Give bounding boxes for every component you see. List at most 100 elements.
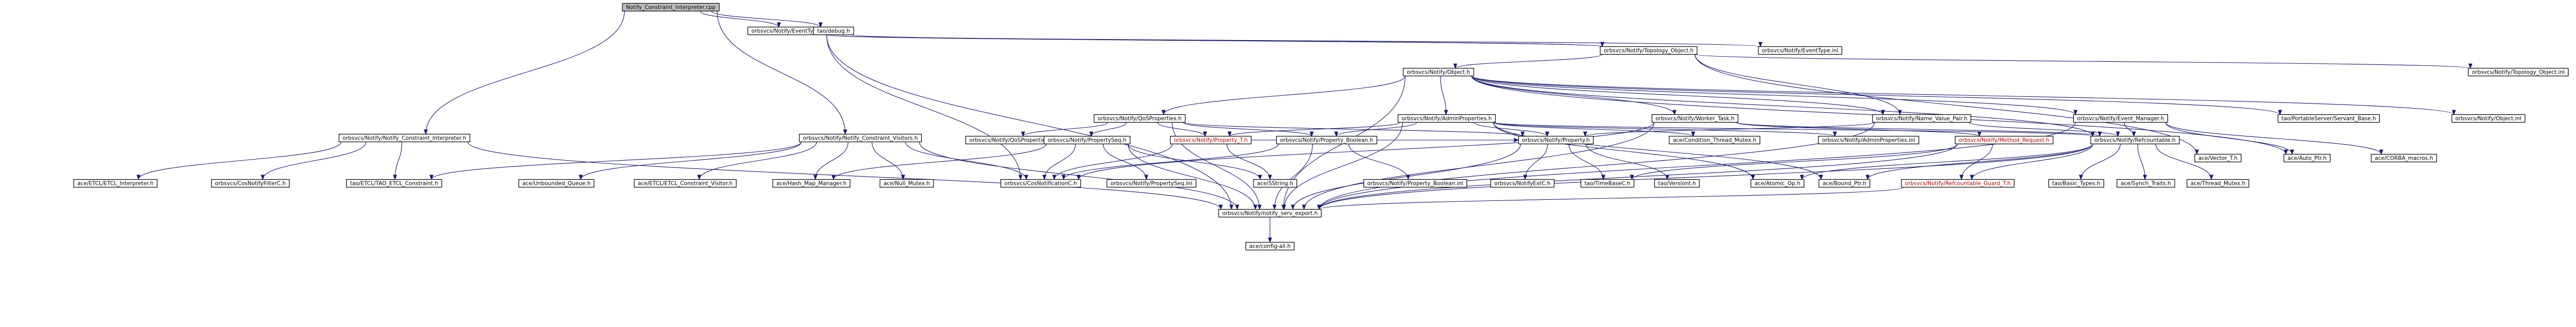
include-edge [1272,144,1313,210]
node-orbsvcs-notify-property-boolean-h[interactable]: orbsvcs/Notify/Property_Boolean.h [1276,135,1378,145]
include-edge [826,34,1762,47]
node-box [1654,179,1700,188]
node-label: orbsvcs/Notify/QoSProperties.h [1098,116,1182,122]
node-label: tao/Versiont.h [1658,181,1696,187]
node-orbsvcs-notify-topology-object-h[interactable]: orbsvcs/Notify/Topology_Object.h [1600,46,1698,55]
node-orbsvcs-notify-property-boolean-inl[interactable]: orbsvcs/Notify/Property_Boolean.inl [1363,179,1467,188]
node-orbsvcs-notify-event-manager-h[interactable]: orbsvcs/Notify/Event_Manager.h [2073,114,2168,123]
include-edge [1694,54,1902,115]
node-ace-etcl-etcl-constraint-visitor-h: ace/ETCL/ETCL_Constraint_Visitor.h [634,179,737,188]
node-orbsvcs-notify-method-request-h[interactable]: orbsvcs/Notify/Method_Request.h [1955,135,2054,145]
node-orbsvcs-notify-adminproperties-inl[interactable]: orbsvcs/Notify/AdminProperties.inl [1818,135,1920,145]
include-edge [1317,144,2093,210]
node-box [1397,114,1496,123]
node-label: ace/Null_Mutex.h [884,181,930,187]
include-edge [1334,122,1417,137]
include-edge [851,34,1604,47]
include-edge [1471,76,1677,115]
node-box [2277,114,2380,123]
node-box [1490,179,1555,188]
node-box [1253,179,1297,188]
include-edge [1493,122,1755,180]
node-orbsvcs-notify-notify-constraint-visitors-h[interactable]: orbsvcs/Notify/Notify_Constraint_Visitor… [799,133,922,143]
node-orbsvcs-notify-object-inl[interactable]: orbsvcs/Notify/Object.inl [2451,114,2526,123]
node-orbsvcs-notify-propertyseq-h[interactable]: orbsvcs/Notify/PropertySeq.h [1043,135,1131,145]
node-label: ace/Atomic_Op.h [1755,181,1801,187]
include-edge [813,142,849,180]
node-orbsvcs-notify-qosproperties-h[interactable]: orbsvcs/Notify/QoSProperties.h [1093,114,1186,123]
node-label: orbsvcs/NotifyExtC.h [1494,181,1550,187]
include-edge [429,142,802,180]
node-box [1818,179,1871,188]
node-label: ace/config-all.h [1249,244,1291,250]
node-label: orbsvcs/Notify/Topology_Object.inl [2472,70,2565,76]
node-box [346,179,443,188]
node-box [1600,46,1698,55]
include-edge [700,11,781,28]
node-orbsvcs-notify-property-h[interactable]: orbsvcs/Notify/Property.h [1518,135,1594,145]
node-orbsvcs-notify-name-value-pair-h[interactable]: orbsvcs/Notify/Name_Value_Pair.h [1872,114,1972,123]
node-orbsvcs-notify-worker-task-h[interactable]: orbsvcs/Notify/Worker_Task.h [1651,114,1739,123]
node-label: ace/ETCL/ETCL_Constraint_Visitor.h [638,181,733,187]
include-edge [2155,144,2214,180]
node-orbsvcs-cosnotificationc-h: orbsvcs/CosNotificationC.h [1000,179,1081,188]
node-orbsvcs-notify-eventtype-inl[interactable]: orbsvcs/Notify/EventType.inl [1758,46,1842,55]
node-orbsvcs-notify-adminproperties-h[interactable]: orbsvcs/Notify/AdminProperties.h [1397,114,1496,123]
include-edge [905,142,1028,180]
include-edge [2165,122,2294,155]
include-edge [919,142,1240,210]
node-label: tao/ETCL/TAO_ETCL_Constraint.h [350,181,438,187]
include-edge [1157,122,1207,137]
node-box [1245,242,1295,251]
include-edge [1348,144,1411,180]
node-label: orbsvcs/CosNotificationC.h [1005,181,1077,187]
node-orbsvcs-notify-object-h[interactable]: orbsvcs/Notify/Object.h [1402,67,1475,77]
node-label: orbsvcs/Notify/Worker_Task.h [1655,116,1734,122]
include-edge [1493,122,2095,137]
node-label: ace/Synch_Traits.h [2121,181,2171,187]
node-box [1518,135,1594,145]
node-box [1818,135,1920,145]
node-box [813,26,854,36]
node-label: ace/SString.h [1257,181,1293,187]
include-edge [1471,76,2456,115]
node-ace-unbounded-queue-h: ace/Unbounded_Queue.h [518,179,595,188]
node-orbsvcs-notify-notify-constraint-interpreter-h[interactable]: orbsvcs/Notify/Notify_Constraint_Interpr… [338,133,470,143]
node-label: orbsvcs/Notify/AdminProperties.h [1402,116,1492,122]
node-orbsvcs-notify-eventtype-h[interactable]: orbsvcs/Notify/EventType.h [747,26,829,36]
node-label: ace/CORBA_macros.h [2375,156,2433,162]
node-tao-basic-types-h: tao/Basic_Types.h [2048,179,2105,188]
node-orbsvcs-notifyextc-h: orbsvcs/NotifyExtC.h [1490,179,1555,188]
node-box [2187,179,2249,188]
node-tao-portableserver-servant-base-h: tao/PortableServer/Servant_Base.h [2277,114,2380,123]
include-edge [1061,144,1279,180]
node-box [338,133,470,143]
include-edge [1523,144,1548,180]
node-orbsvcs-notify-propertyseq-inl[interactable]: orbsvcs/Notify/PropertySeq.inl [1106,179,1197,188]
node-orbsvcs-notify-qosproperties-inl[interactable]: orbsvcs/Notify/QoSProperties.inl [965,135,1061,145]
include-edge [1089,122,1127,137]
node-label: tao/TimeBaseC.h [1584,181,1630,187]
include-edge [1302,122,1655,210]
node-label: ace/Unbounded_Queue.h [522,181,590,187]
node-orbsvcs-notify-property-t-h[interactable]: orbsvcs/Notify/Property_T.h [1170,135,1252,145]
include-edge [1182,122,1314,137]
include-edge [1694,54,2199,155]
node-box [1651,114,1739,123]
include-edge [1182,122,1524,137]
include-edge [1103,144,1148,180]
node-orbsvcs-notify-topology-object-inl[interactable]: orbsvcs/Notify/Topology_Object.inl [2468,67,2569,77]
node-orbsvcs-notify-refcountable-h[interactable]: orbsvcs/Notify/Refcountable.h [2090,135,2180,145]
include-edge [1052,144,1173,180]
node-box [1669,135,1760,145]
node-ace-atomic-op-h: ace/Atomic_Op.h [1750,179,1805,188]
node-label: ace/ETCL/ETCL_Interpreter.h [77,181,154,187]
node-orbsvcs-notify-refcountable-guard-t-h[interactable]: orbsvcs/Notify/Refcountable_Guard_T.h [1901,179,2015,188]
node-box [634,179,737,188]
include-edge [1471,76,2078,115]
include-edge [1493,122,1837,137]
node-label: orbsvcs/Notify/Property_Boolean.h [1280,137,1374,144]
node-orbsvcs-notify-notify-serv-export-h[interactable]: orbsvcs/Notify/notify_serv_export.h [1218,209,1322,218]
node-box [518,179,595,188]
include-edge [1568,144,1605,180]
